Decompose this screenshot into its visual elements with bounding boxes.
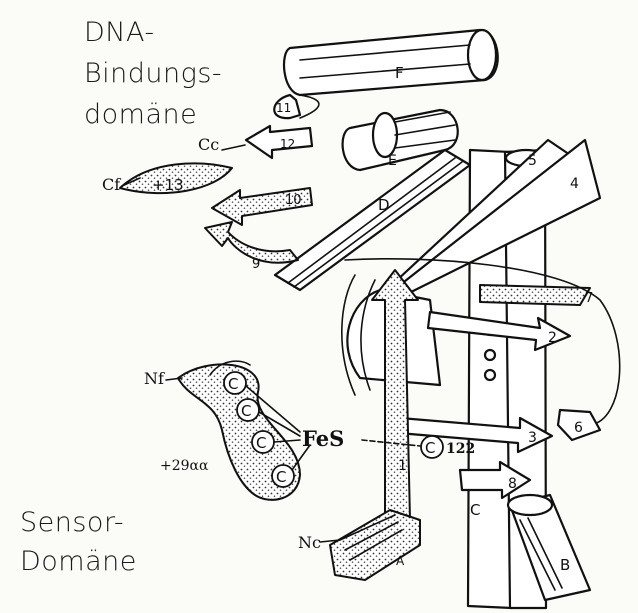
strand-2-label: 2 xyxy=(548,330,557,346)
svg-text:C: C xyxy=(241,402,251,420)
sensor-domain-label: Sensor- Domäne xyxy=(20,508,137,577)
terminus-nf: Nf xyxy=(144,369,182,388)
svg-text:Cf: Cf xyxy=(102,175,121,194)
cysteine-1: C xyxy=(224,372,246,394)
strand-9-label: 9 xyxy=(252,257,260,272)
strand-1-label: 1 xyxy=(398,458,407,474)
strand-8-label: 8 xyxy=(508,476,517,492)
helix-c-label: C xyxy=(470,501,480,519)
svg-text:Nf: Nf xyxy=(144,369,165,388)
cysteine-3: C xyxy=(252,431,274,453)
dna-binding-line-1: DNA- xyxy=(84,18,222,48)
cys122-number: 122 xyxy=(446,441,475,457)
strand-9: 9 xyxy=(205,222,298,272)
cysteine-4: C xyxy=(272,465,294,487)
helix-d-label: D xyxy=(378,196,390,214)
cysteine-122: C xyxy=(421,436,443,458)
fes-label: FeS xyxy=(302,426,344,451)
strand-12: 12 xyxy=(246,126,312,158)
dna-binding-line-3: domäne xyxy=(84,100,222,130)
dna-binding-line-2: Bindungs- xyxy=(84,59,222,89)
strand-11-label: 11 xyxy=(276,101,291,115)
strand-7: 7 xyxy=(480,285,593,306)
dna-binding-domain-label: DNA- Bindungs- domäne xyxy=(84,18,222,130)
helix-b-label: B xyxy=(560,556,570,574)
svg-text:Nc: Nc xyxy=(298,533,321,552)
strand-13-label: +13 xyxy=(152,176,184,194)
helix-a-label: A xyxy=(396,554,405,568)
svg-text:C: C xyxy=(256,434,266,452)
svg-text:C: C xyxy=(276,468,286,486)
strand-12-label: 12 xyxy=(280,137,295,151)
svg-text:Cc: Cc xyxy=(198,135,219,154)
strand-11: 11 xyxy=(274,95,319,118)
strand-6: 6 xyxy=(558,410,600,440)
extra-residues-label: +29αα xyxy=(160,458,209,474)
helix-e-label: E xyxy=(388,153,397,169)
svg-text:C: C xyxy=(425,439,435,457)
strand-4-label: 4 xyxy=(570,176,579,192)
strand-6-label: 6 xyxy=(574,420,583,436)
strand-3-label: 3 xyxy=(528,430,537,446)
sensor-line-1: Sensor- xyxy=(20,508,137,538)
helix-f: F xyxy=(284,30,498,95)
svg-text:C: C xyxy=(228,375,238,393)
cysteine-2: C xyxy=(237,399,259,421)
helix-a: A xyxy=(330,510,420,580)
terminus-cc: Cc xyxy=(198,135,245,154)
helix-f-label: F xyxy=(395,64,404,82)
sensor-line-2: Domäne xyxy=(20,547,137,577)
strand-10: 10 xyxy=(212,188,312,225)
strand-10-label: 10 xyxy=(285,193,302,208)
strand-5-label: 5 xyxy=(528,153,537,169)
